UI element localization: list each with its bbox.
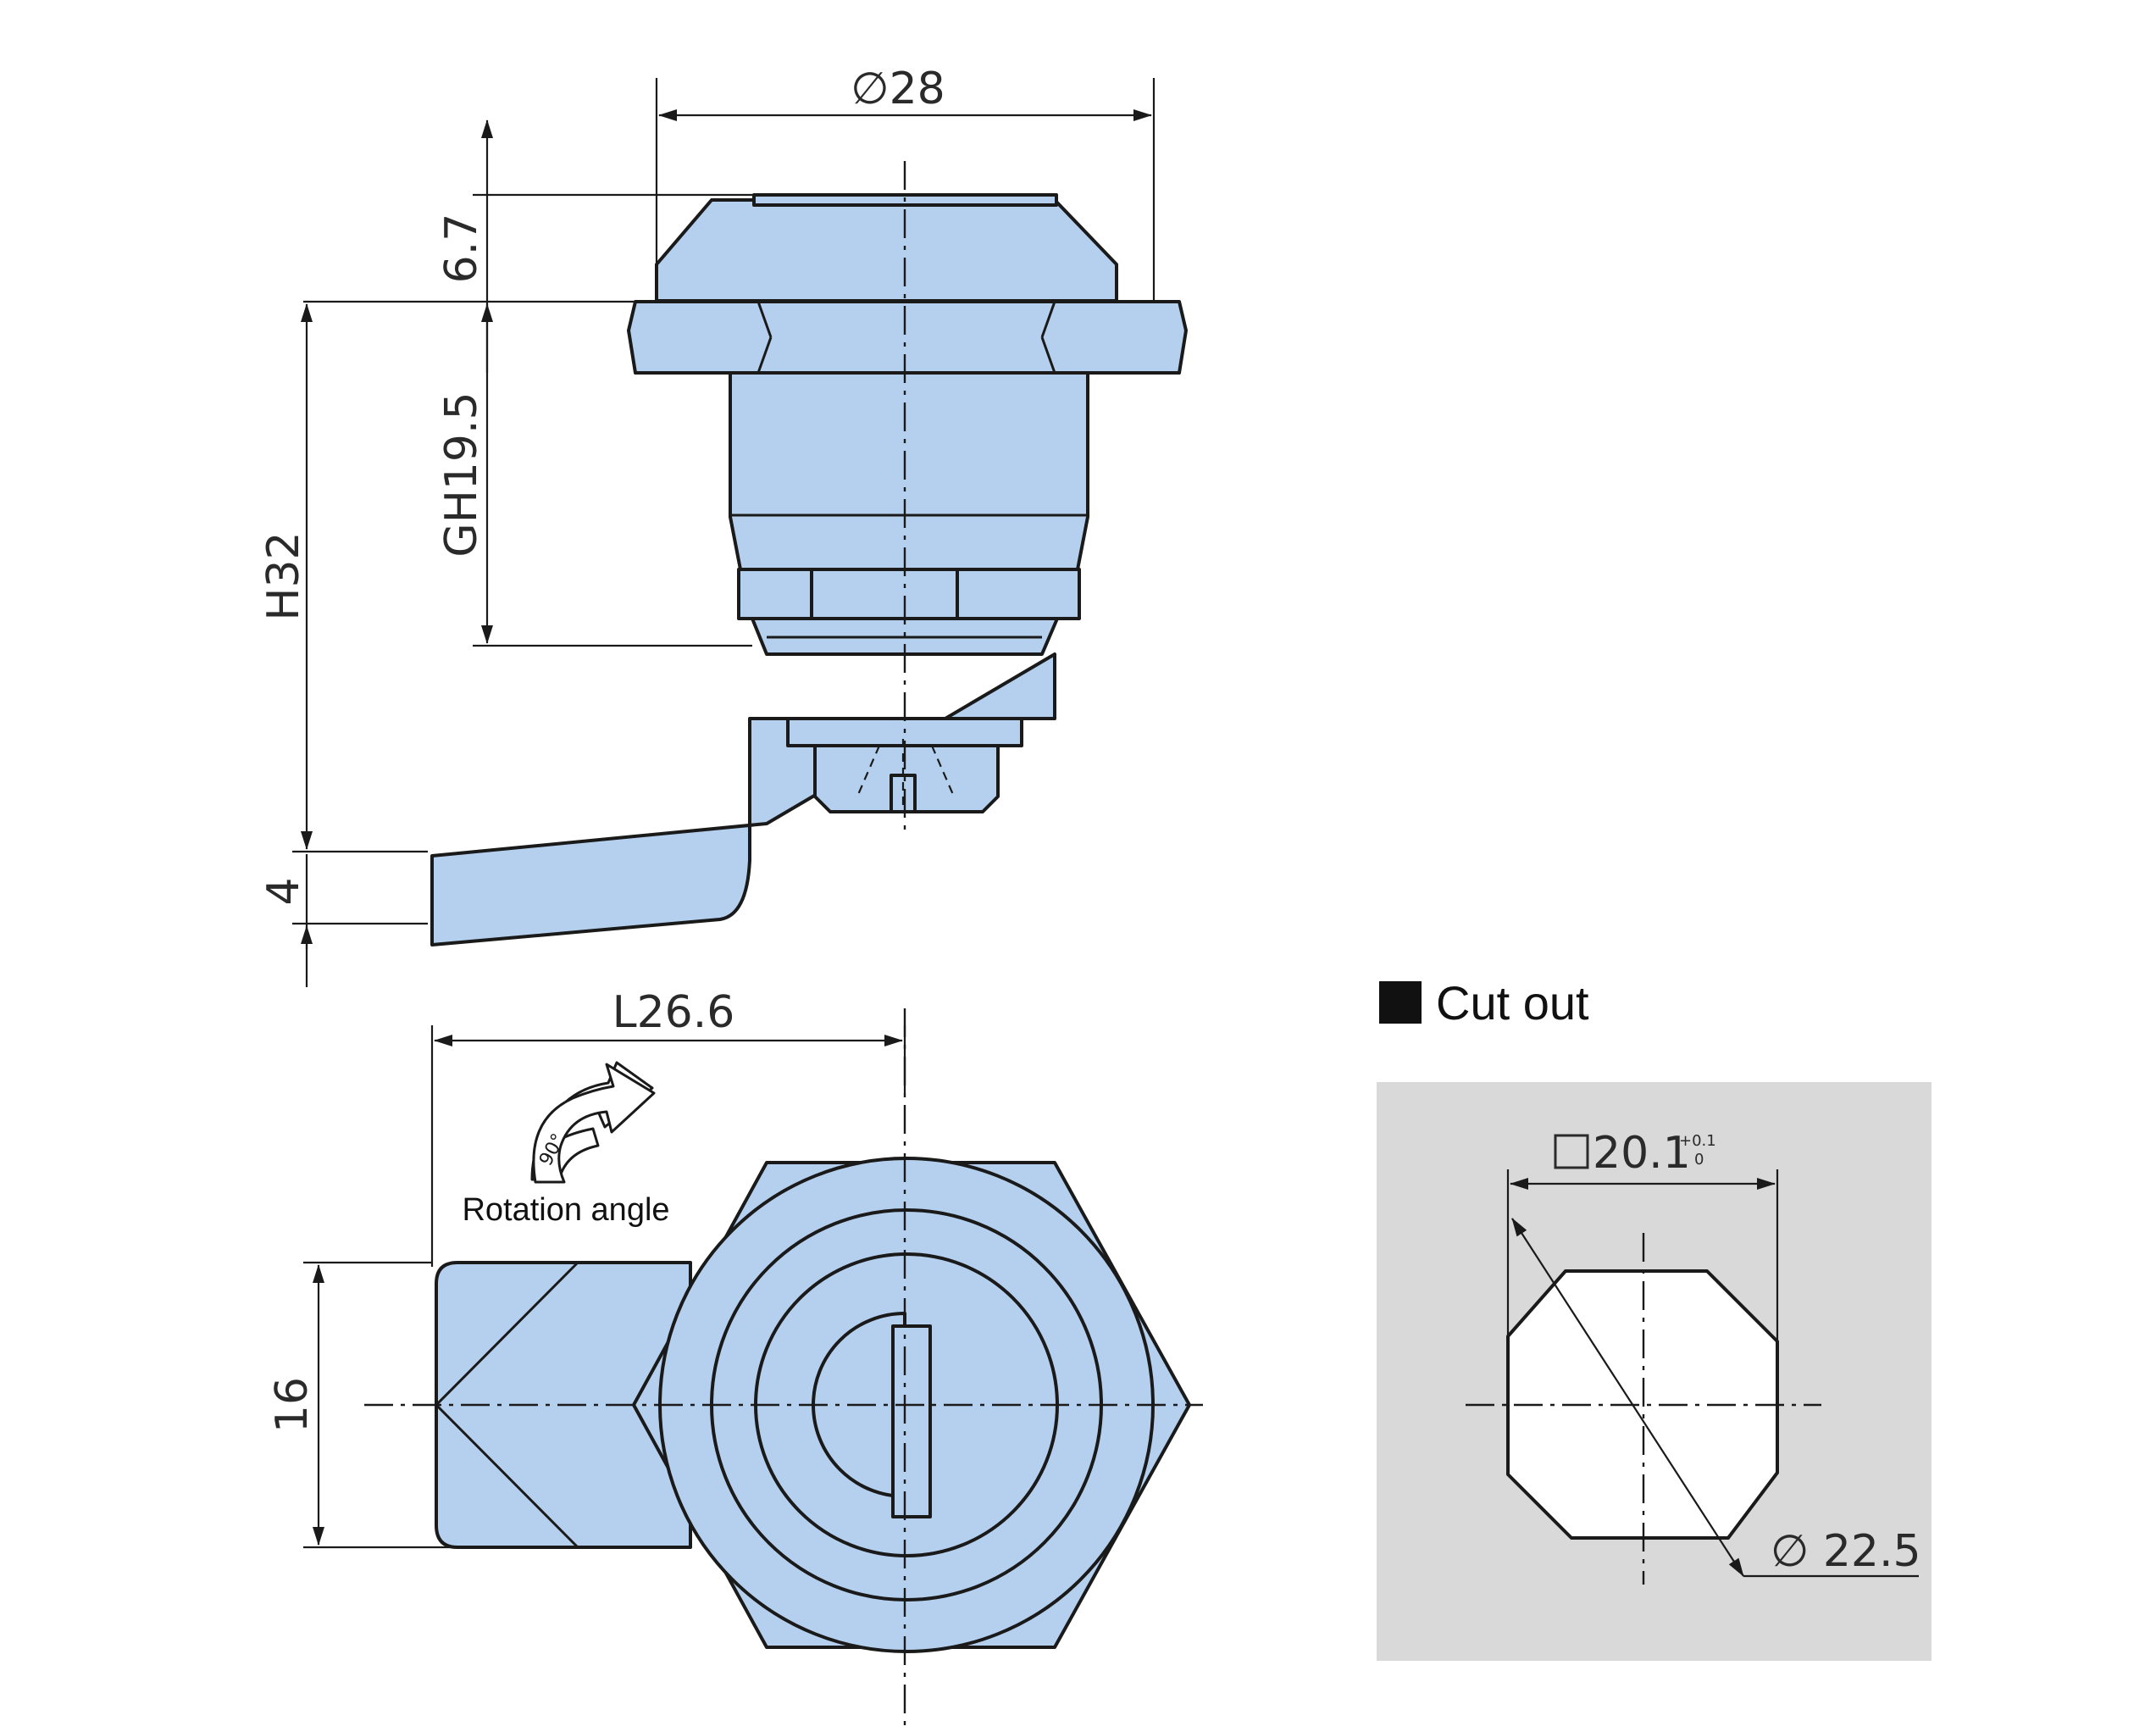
cap bbox=[655, 198, 1118, 303]
nut-facet-left bbox=[757, 301, 773, 338]
dim-width: 16 bbox=[267, 1377, 318, 1433]
side-view: ∅28 6.7 GH19.5 H32 4 bbox=[258, 64, 1188, 987]
nut-facet-right-2 bbox=[1040, 336, 1056, 374]
screw-slot bbox=[890, 774, 917, 813]
lock-nut-face bbox=[810, 568, 959, 620]
dim-flange: 6.7 bbox=[436, 214, 487, 284]
dim-dia28: ∅28 bbox=[851, 64, 945, 114]
diameter-dim-line bbox=[1511, 1218, 1744, 1577]
dim-square: 20.1 bbox=[1593, 1128, 1691, 1179]
nut-facet-left-2 bbox=[757, 336, 773, 374]
dim-diameter: ∅ 22.5 bbox=[1771, 1526, 1921, 1577]
front-view: L26.6 16 90° Rotation angle bbox=[267, 987, 1203, 1729]
hex-nut bbox=[627, 300, 1188, 375]
square-symbol-icon bbox=[1554, 1134, 1589, 1169]
tolerance-upper: +0.1 bbox=[1679, 1132, 1716, 1150]
screw-hidden-lines bbox=[856, 739, 956, 809]
dim-cam-thickness: 4 bbox=[258, 877, 309, 905]
cutout-heading: Cut out bbox=[1436, 976, 1589, 1030]
nut-facet-right bbox=[1040, 301, 1056, 338]
body bbox=[729, 371, 1089, 571]
cutout-section: Cut out 20.1 +0.1 0 ∅ 22.5 bbox=[1377, 976, 1932, 1661]
keyway-slot bbox=[891, 1324, 932, 1518]
tolerance-lower: 0 bbox=[1694, 1151, 1704, 1169]
cutout-bullet-icon bbox=[1379, 981, 1422, 1024]
dim-thread: GH19.5 bbox=[436, 391, 487, 557]
rotation-arrow-body bbox=[532, 1063, 656, 1184]
dim-height: H32 bbox=[258, 531, 309, 620]
dim-length: L26.6 bbox=[612, 987, 735, 1038]
rotation-label: Rotation angle bbox=[462, 1192, 669, 1228]
